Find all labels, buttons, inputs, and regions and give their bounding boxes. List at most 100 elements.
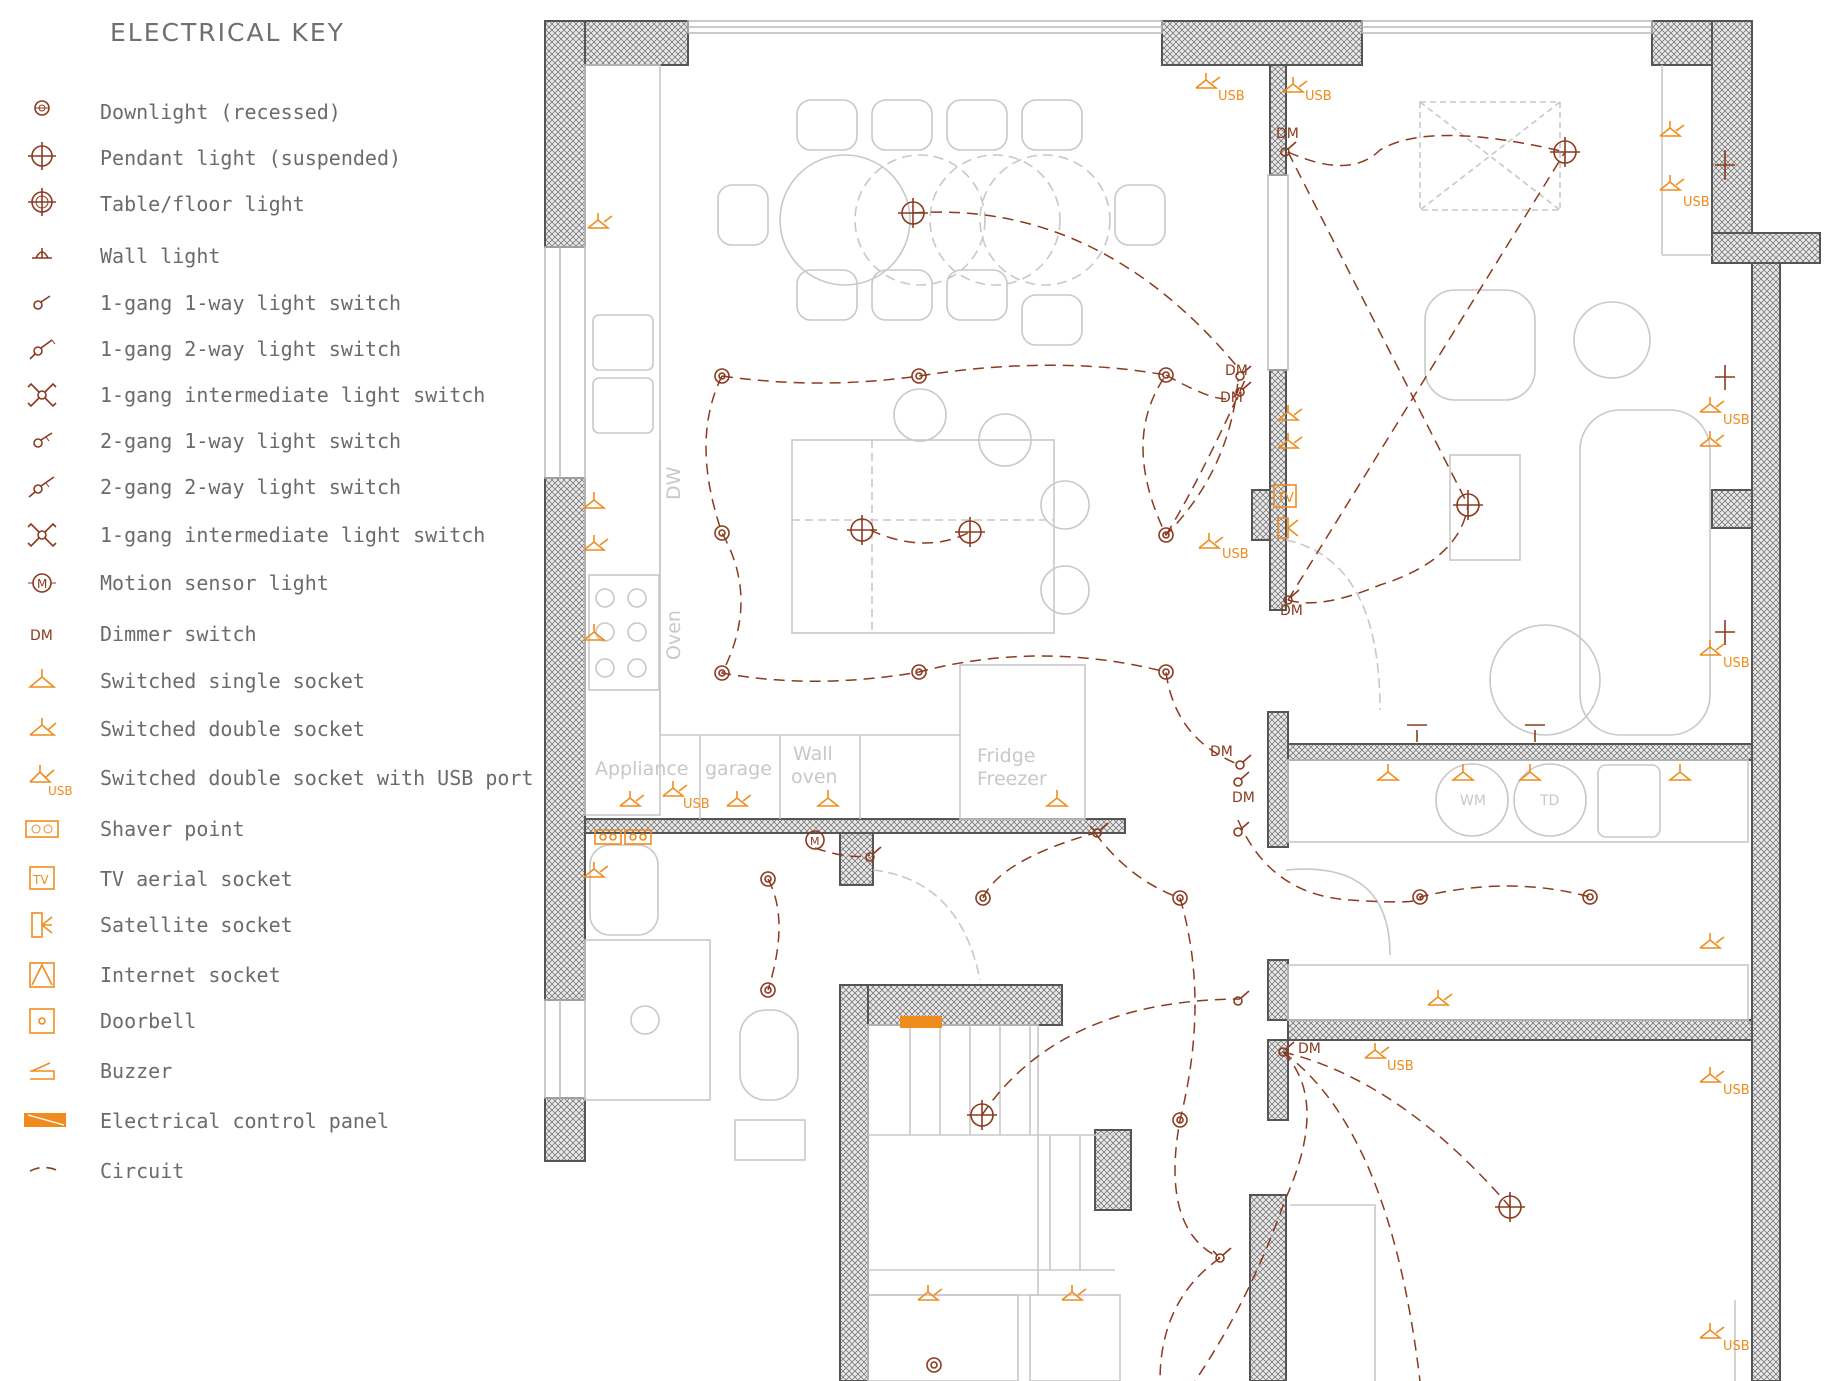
shaver-point-icon <box>594 829 622 845</box>
single-socket-icon <box>1375 764 1401 781</box>
usb-socket-icon <box>1195 73 1221 89</box>
double-socket-icon <box>1277 405 1303 421</box>
kitchen-counter-left <box>584 64 661 816</box>
kitchen-island <box>791 439 1055 634</box>
svg-text:USB: USB <box>48 784 73 798</box>
key-row: Electrical control panel <box>0 1101 520 1141</box>
motion-sensor-icon: M <box>805 830 825 850</box>
usb-socket-icon: USB <box>18 758 78 798</box>
coffee-table <box>1449 454 1521 561</box>
light-fixtures: M <box>714 137 1735 1373</box>
downlight-icon <box>911 368 927 384</box>
stairs <box>867 1024 1039 1296</box>
usb-socket-icon <box>662 781 688 797</box>
armchair <box>1424 289 1536 401</box>
wall-top-middle <box>1161 20 1363 66</box>
key-label: Buzzer <box>100 1059 173 1083</box>
double-socket-icon <box>1699 933 1725 949</box>
switch-icon <box>1089 822 1109 838</box>
key-label: Doorbell <box>100 1009 197 1033</box>
control-panel-icon <box>18 1101 78 1141</box>
single-socket-icon <box>1517 764 1543 781</box>
window-left-2 <box>544 999 586 1099</box>
key-row: Internet socket <box>0 955 520 995</box>
key-label: Satellite socket <box>100 913 293 937</box>
switch-icon <box>1233 821 1250 837</box>
wall-light-icon <box>18 236 78 276</box>
dimmer-switch-icon: DM <box>1220 390 1243 406</box>
key-label: Circuit <box>100 1159 185 1183</box>
key-label: Table/floor light <box>100 192 305 216</box>
hob <box>588 574 660 691</box>
shower <box>584 939 711 1101</box>
wall-mid-vertical-4 <box>1267 959 1289 1021</box>
switch-1g2w-icon <box>18 329 78 369</box>
key-row: Downlight (recessed) <box>0 92 520 132</box>
key-row: 1-gang 2-way light switch <box>0 329 520 369</box>
pendant-light-icon <box>1550 137 1580 167</box>
side-table <box>1573 301 1651 379</box>
downlight-icon <box>1412 889 1428 905</box>
downlight-icon <box>760 871 776 887</box>
downlight-icon <box>760 982 776 998</box>
room-labels: DW Oven Appliance garage Wall oven Fridg… <box>595 466 1559 809</box>
switch-icon <box>1233 771 1250 787</box>
key-label: Dimmer switch <box>100 622 257 646</box>
wall-utility-bottom <box>1287 1019 1753 1041</box>
key-label: 1-gang intermediate light switch <box>100 383 486 407</box>
dining-table <box>779 154 911 286</box>
svg-text:TV: TV <box>32 873 49 887</box>
key-row: 1-gang intermediate light switch <box>0 515 520 555</box>
switch-icon <box>1235 365 1252 381</box>
switch-1g1w-icon <box>18 283 78 323</box>
table-floor-light-icon <box>18 184 78 224</box>
label-wm: WM <box>1460 793 1486 809</box>
double-socket-icon <box>917 1285 943 1301</box>
key-label: Shaver point <box>100 817 245 841</box>
label-appliance: Appliance <box>595 758 689 780</box>
motion-sensor-icon: M <box>18 563 78 603</box>
wall-mid-vertical-6 <box>1249 1194 1287 1381</box>
toilet <box>739 1009 799 1101</box>
label-wall: Wall <box>793 743 833 765</box>
key-label: Pendant light (suspended) <box>100 146 402 170</box>
key-label: Switched single socket <box>100 669 365 693</box>
shaver-point-icon <box>18 809 78 849</box>
key-label: Switched double socket <box>100 717 365 741</box>
key-label: 1-gang intermediate light switch <box>100 523 486 547</box>
single-socket-icon <box>581 624 607 641</box>
dimmer-switch-icon: DM <box>18 614 78 654</box>
label-freezer: Freezer <box>977 768 1047 790</box>
key-row: Shaver point <box>0 809 520 849</box>
svg-text:M: M <box>810 835 820 848</box>
label-td: TD <box>1539 793 1559 809</box>
key-row: Pendant light (suspended) <box>0 138 520 178</box>
wall-light-icon <box>1715 620 1735 645</box>
single-socket-icon <box>815 790 841 807</box>
pendant-light-icon <box>1495 1192 1525 1222</box>
usb-socket-icon <box>1659 175 1685 191</box>
pendant-light-icon <box>847 515 877 545</box>
switch-1g-intermediate-alt-icon <box>18 515 78 555</box>
downlight-icon <box>1158 527 1174 543</box>
single-socket-icon <box>1450 764 1476 781</box>
wall-stair-left <box>839 984 869 1381</box>
double-socket-icon <box>1427 990 1453 1006</box>
dimmer-switch-icon: DM <box>1298 1041 1321 1057</box>
switch-icon <box>865 846 882 862</box>
key-row: Switched double socket <box>0 709 520 749</box>
svg-text:M: M <box>37 577 47 591</box>
switch-icon <box>1235 754 1252 770</box>
double-socket-icon <box>619 791 645 807</box>
double-socket-icon <box>583 535 609 551</box>
key-label: Motion sensor light <box>100 571 329 595</box>
walls <box>544 20 1821 1381</box>
wall-right-upper <box>1711 20 1753 262</box>
key-row: 2-gang 2-way light switch <box>0 467 520 507</box>
usb-label: USB <box>683 797 710 812</box>
switch-icon <box>1233 990 1250 1006</box>
wall-left-mid <box>544 477 586 1001</box>
